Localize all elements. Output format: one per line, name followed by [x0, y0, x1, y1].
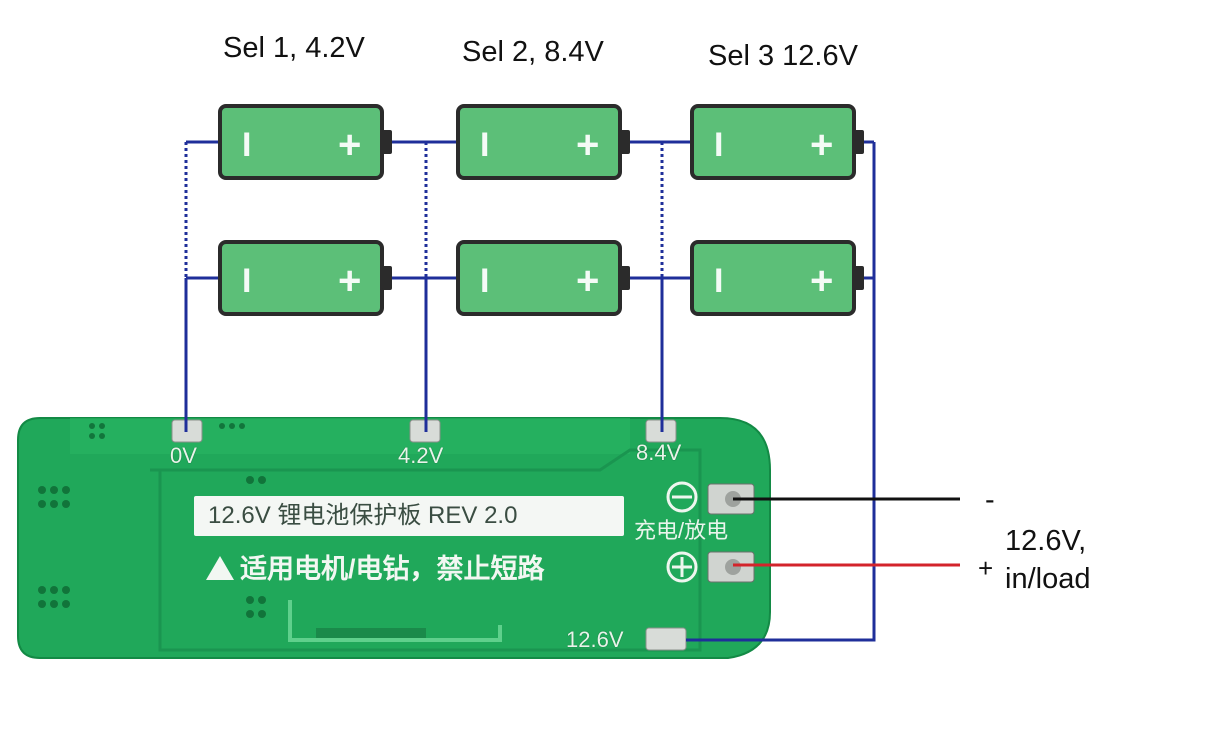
- output-minus-sign: -: [985, 484, 995, 516]
- battery-icon: I+: [456, 240, 630, 316]
- output-plus-sign: +: [978, 553, 994, 583]
- tap-label-12v6: 12.6V: [566, 627, 624, 652]
- battery-group: I+I+I+I+I+I+: [218, 104, 864, 316]
- battery-negative-symbol: I: [242, 126, 251, 164]
- battery-icon: I+: [690, 104, 864, 180]
- pcb-board: [17, 417, 771, 659]
- battery-negative-symbol: I: [242, 262, 251, 300]
- tap-label-0v: 0V: [170, 443, 197, 468]
- battery-negative-symbol: I: [714, 126, 723, 164]
- battery-positive-symbol: +: [810, 123, 833, 167]
- minus-circle-icon: [666, 481, 698, 513]
- cell-label-2: Sel 2, 8.4V: [462, 36, 604, 68]
- battery-icon: I+: [456, 104, 630, 180]
- main-positive-wire: [686, 142, 876, 642]
- battery-negative-symbol: I: [480, 126, 489, 164]
- output-usage: in/load: [1005, 563, 1091, 595]
- output-voltage: 12.6V,: [1005, 525, 1087, 557]
- battery-positive-symbol: +: [576, 259, 599, 303]
- battery-icon: I+: [218, 240, 392, 316]
- plus-circle-icon: [666, 551, 698, 583]
- cell-label-3: Sel 3 12.6V: [708, 40, 858, 72]
- cell-label-1: Sel 1, 4.2V: [223, 32, 365, 64]
- pcb-title-banner: 12.6V 锂电池保护板 REV 2.0: [194, 496, 624, 536]
- warning-icon: [206, 556, 234, 580]
- pcb-warning: 适用电机/电钻，禁止短路: [206, 556, 545, 583]
- battery-positive-symbol: +: [338, 123, 361, 167]
- pcb-mode-label: 充电/放电: [634, 518, 729, 543]
- pcb-warning-text: 适用电机/电钻，禁止短路: [240, 554, 545, 584]
- battery-positive-symbol: +: [576, 123, 599, 167]
- battery-icon: I+: [218, 104, 392, 180]
- battery-positive-symbol: +: [810, 259, 833, 303]
- battery-positive-symbol: +: [338, 259, 361, 303]
- tap-label-4v2: 4.2V: [398, 443, 444, 468]
- battery-negative-symbol: I: [714, 262, 723, 300]
- tap-label-8v4: 8.4V: [636, 440, 682, 465]
- battery-negative-symbol: I: [480, 262, 489, 300]
- battery-icon: I+: [690, 240, 864, 316]
